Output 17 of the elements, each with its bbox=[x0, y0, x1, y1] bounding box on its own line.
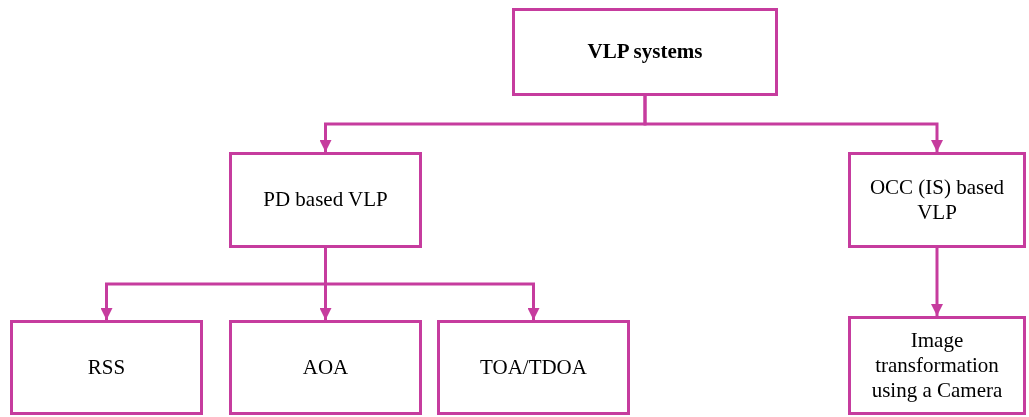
process-box bbox=[512, 8, 778, 96]
arrow bbox=[324, 248, 540, 320]
process-box bbox=[437, 320, 630, 415]
box-label: PD based VLP bbox=[263, 187, 388, 213]
arrow bbox=[643, 96, 943, 152]
box-label: TOA/TDOA bbox=[480, 354, 587, 381]
box-label: OCC (IS) based VLP bbox=[868, 174, 1006, 226]
process-box bbox=[848, 316, 1026, 415]
box-label: Image transformation using a Camera bbox=[870, 327, 1004, 404]
box-label: AOA bbox=[302, 354, 349, 381]
process-box bbox=[848, 152, 1026, 248]
box-label: VLP systems bbox=[587, 39, 703, 65]
process-box bbox=[229, 320, 422, 415]
box-label: RSS bbox=[87, 354, 126, 381]
process-box bbox=[229, 152, 422, 248]
arrow bbox=[931, 248, 943, 316]
process-box bbox=[10, 320, 203, 415]
